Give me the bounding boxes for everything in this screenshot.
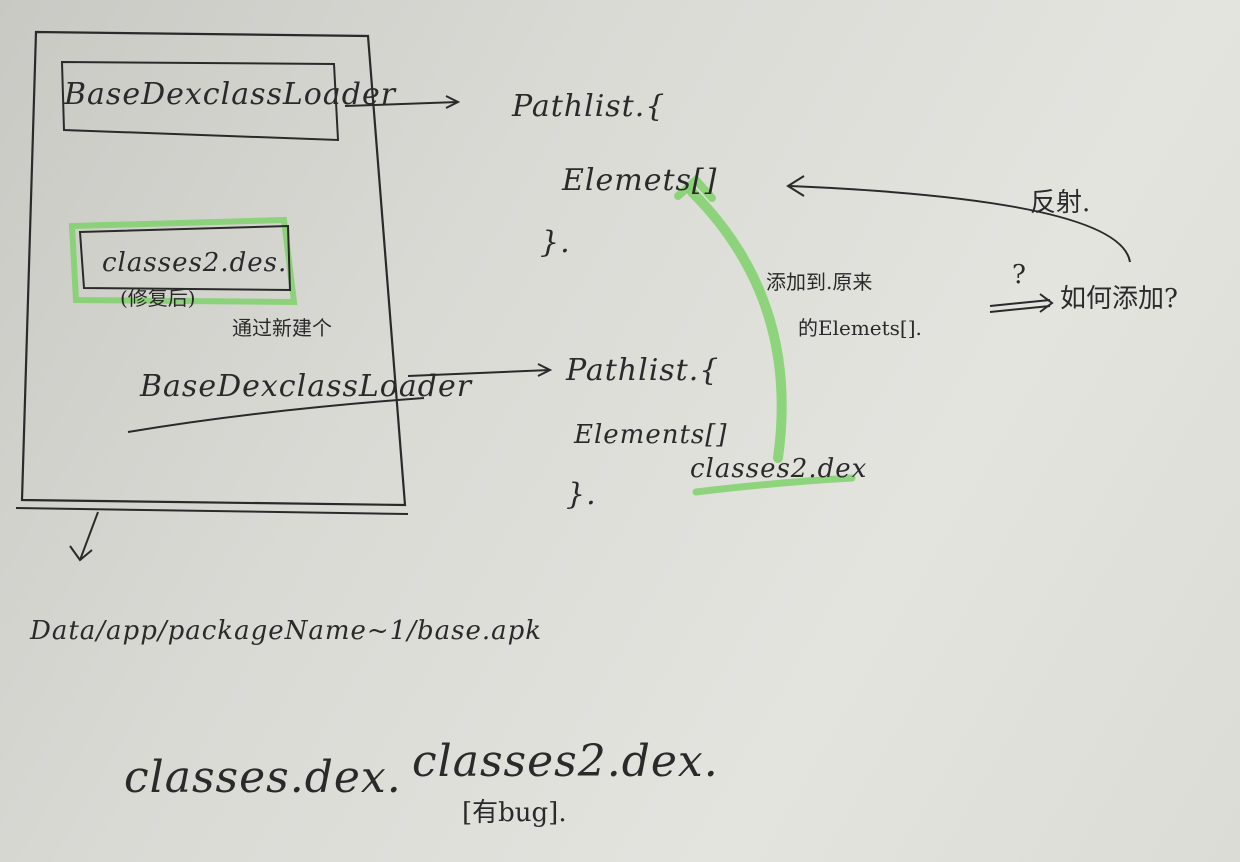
via-new-label: 通过新建个 [232, 316, 332, 340]
green-arrow [687, 187, 787, 463]
pathlist-bottom: Pathlist.{ [566, 353, 720, 388]
close-top: }. [540, 225, 571, 260]
elements-bottom: Elements[] [574, 420, 728, 450]
classes2-box-label: classes2.des. [102, 248, 288, 278]
has-bug-label: [有bug]. [462, 798, 567, 828]
how-add-label: 如何添加? [1060, 284, 1178, 314]
green-underline [692, 474, 856, 496]
loader-top-box [60, 60, 340, 142]
close-bottom: }. [566, 477, 597, 512]
pathlist-top: Pathlist.{ [512, 89, 666, 124]
loader-bottom-label: BaseDexclassLoader [140, 369, 473, 404]
arrow-bottom [407, 369, 551, 377]
classes2-highlight [68, 216, 298, 306]
loader-bottom-underline [127, 397, 425, 433]
patch-note: (修复后) [120, 286, 196, 310]
double-arrow [989, 299, 1051, 313]
classes-dex-label: classes.dex. [124, 752, 402, 803]
classes2-box [78, 224, 292, 292]
question-mark: ? [1012, 260, 1026, 290]
reflect-arrow [789, 185, 1131, 263]
arrow-top [344, 101, 459, 107]
frame-bottom-line [15, 507, 409, 515]
path-label: Data/app/packageName~1/base.apk [30, 616, 543, 646]
loader-top-label: BaseDexclassLoader [64, 77, 397, 112]
arrow-down [79, 511, 99, 561]
classes2-dex-bottom: classes2.dex. [412, 736, 719, 787]
add-to-original-2: 的Elemets[]. [798, 316, 922, 340]
classes2-dex-mid: classes2.dex [690, 454, 868, 484]
add-to-original-1: 添加到.原来 [766, 270, 873, 294]
outer-frame [20, 30, 407, 507]
reflect-label: 反射. [1030, 188, 1091, 218]
elements-top: Elemets[] [562, 163, 718, 198]
